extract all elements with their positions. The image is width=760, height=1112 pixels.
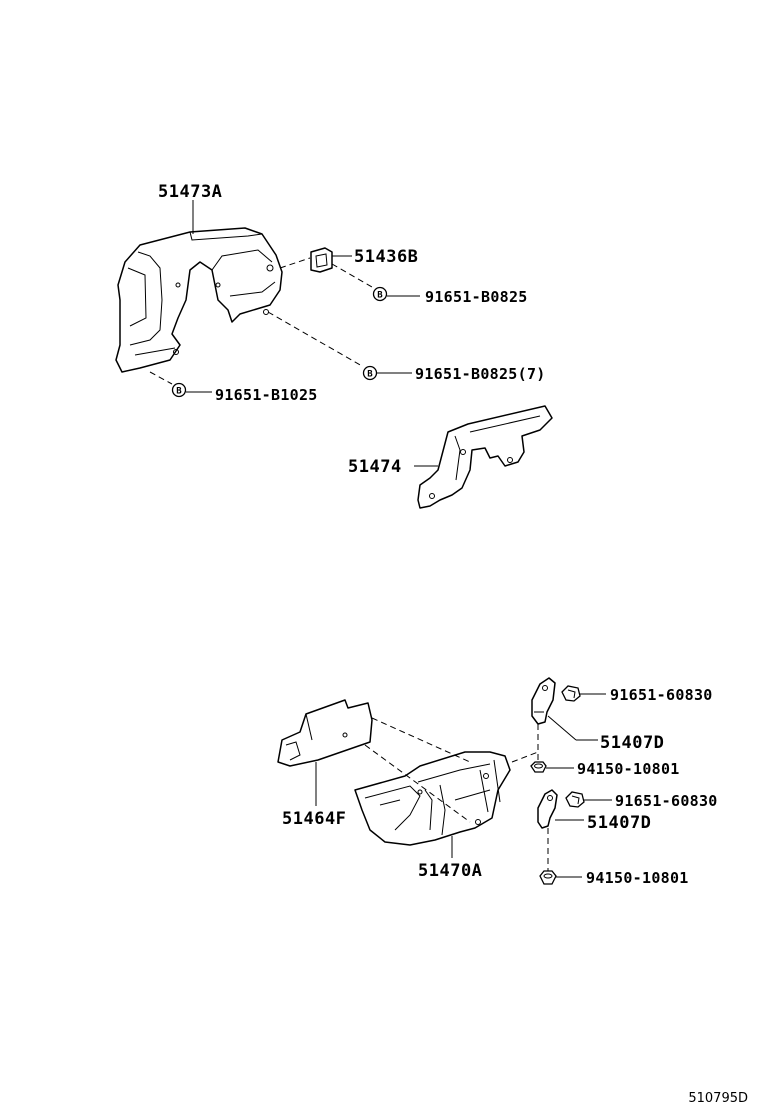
label-51464F[interactable]: 51464F bbox=[282, 809, 346, 829]
label-51436B[interactable]: 51436B bbox=[354, 247, 418, 267]
bolt-icon bbox=[565, 791, 585, 808]
part-51470A-shape[interactable] bbox=[354, 751, 511, 846]
nut-icon bbox=[539, 870, 557, 885]
bolt-marker-icon: B bbox=[171, 382, 187, 398]
svg-text:B: B bbox=[176, 387, 182, 397]
label-91651-B0825-qty[interactable]: 91651-B0825(7) bbox=[415, 365, 546, 383]
part-51474-shape[interactable] bbox=[417, 405, 553, 509]
part-51436B-shape[interactable] bbox=[310, 247, 333, 273]
svg-text:B: B bbox=[367, 370, 373, 380]
label-91651-60830-lower[interactable]: 91651-60830 bbox=[615, 792, 718, 810]
label-51474[interactable]: 51474 bbox=[348, 457, 402, 477]
bolt-marker-icon: B bbox=[362, 365, 378, 381]
label-51407D-lower[interactable]: 51407D bbox=[587, 813, 651, 833]
bolt-marker-icon: B bbox=[372, 286, 388, 302]
diagram-reference-code: 510795D bbox=[688, 1091, 748, 1106]
part-51464F-shape[interactable] bbox=[277, 699, 373, 767]
part-51473A-shape[interactable] bbox=[115, 227, 283, 373]
nut-icon bbox=[530, 761, 547, 773]
label-94150-10801-lower[interactable]: 94150-10801 bbox=[586, 869, 689, 887]
label-94150-10801-upper[interactable]: 94150-10801 bbox=[577, 760, 680, 778]
label-51470A[interactable]: 51470A bbox=[418, 861, 482, 881]
label-51407D-upper[interactable]: 51407D bbox=[600, 733, 664, 753]
part-51407D-upper-shape[interactable] bbox=[531, 677, 556, 725]
label-91651-60830-upper[interactable]: 91651-60830 bbox=[610, 686, 713, 704]
part-51407D-lower-shape[interactable] bbox=[537, 789, 558, 829]
label-91651-B1025[interactable]: 91651-B1025 bbox=[215, 386, 318, 404]
label-91651-B0825[interactable]: 91651-B0825 bbox=[425, 288, 528, 306]
svg-text:B: B bbox=[377, 291, 383, 301]
bolt-icon bbox=[561, 685, 581, 702]
label-51473A[interactable]: 51473A bbox=[158, 182, 222, 202]
